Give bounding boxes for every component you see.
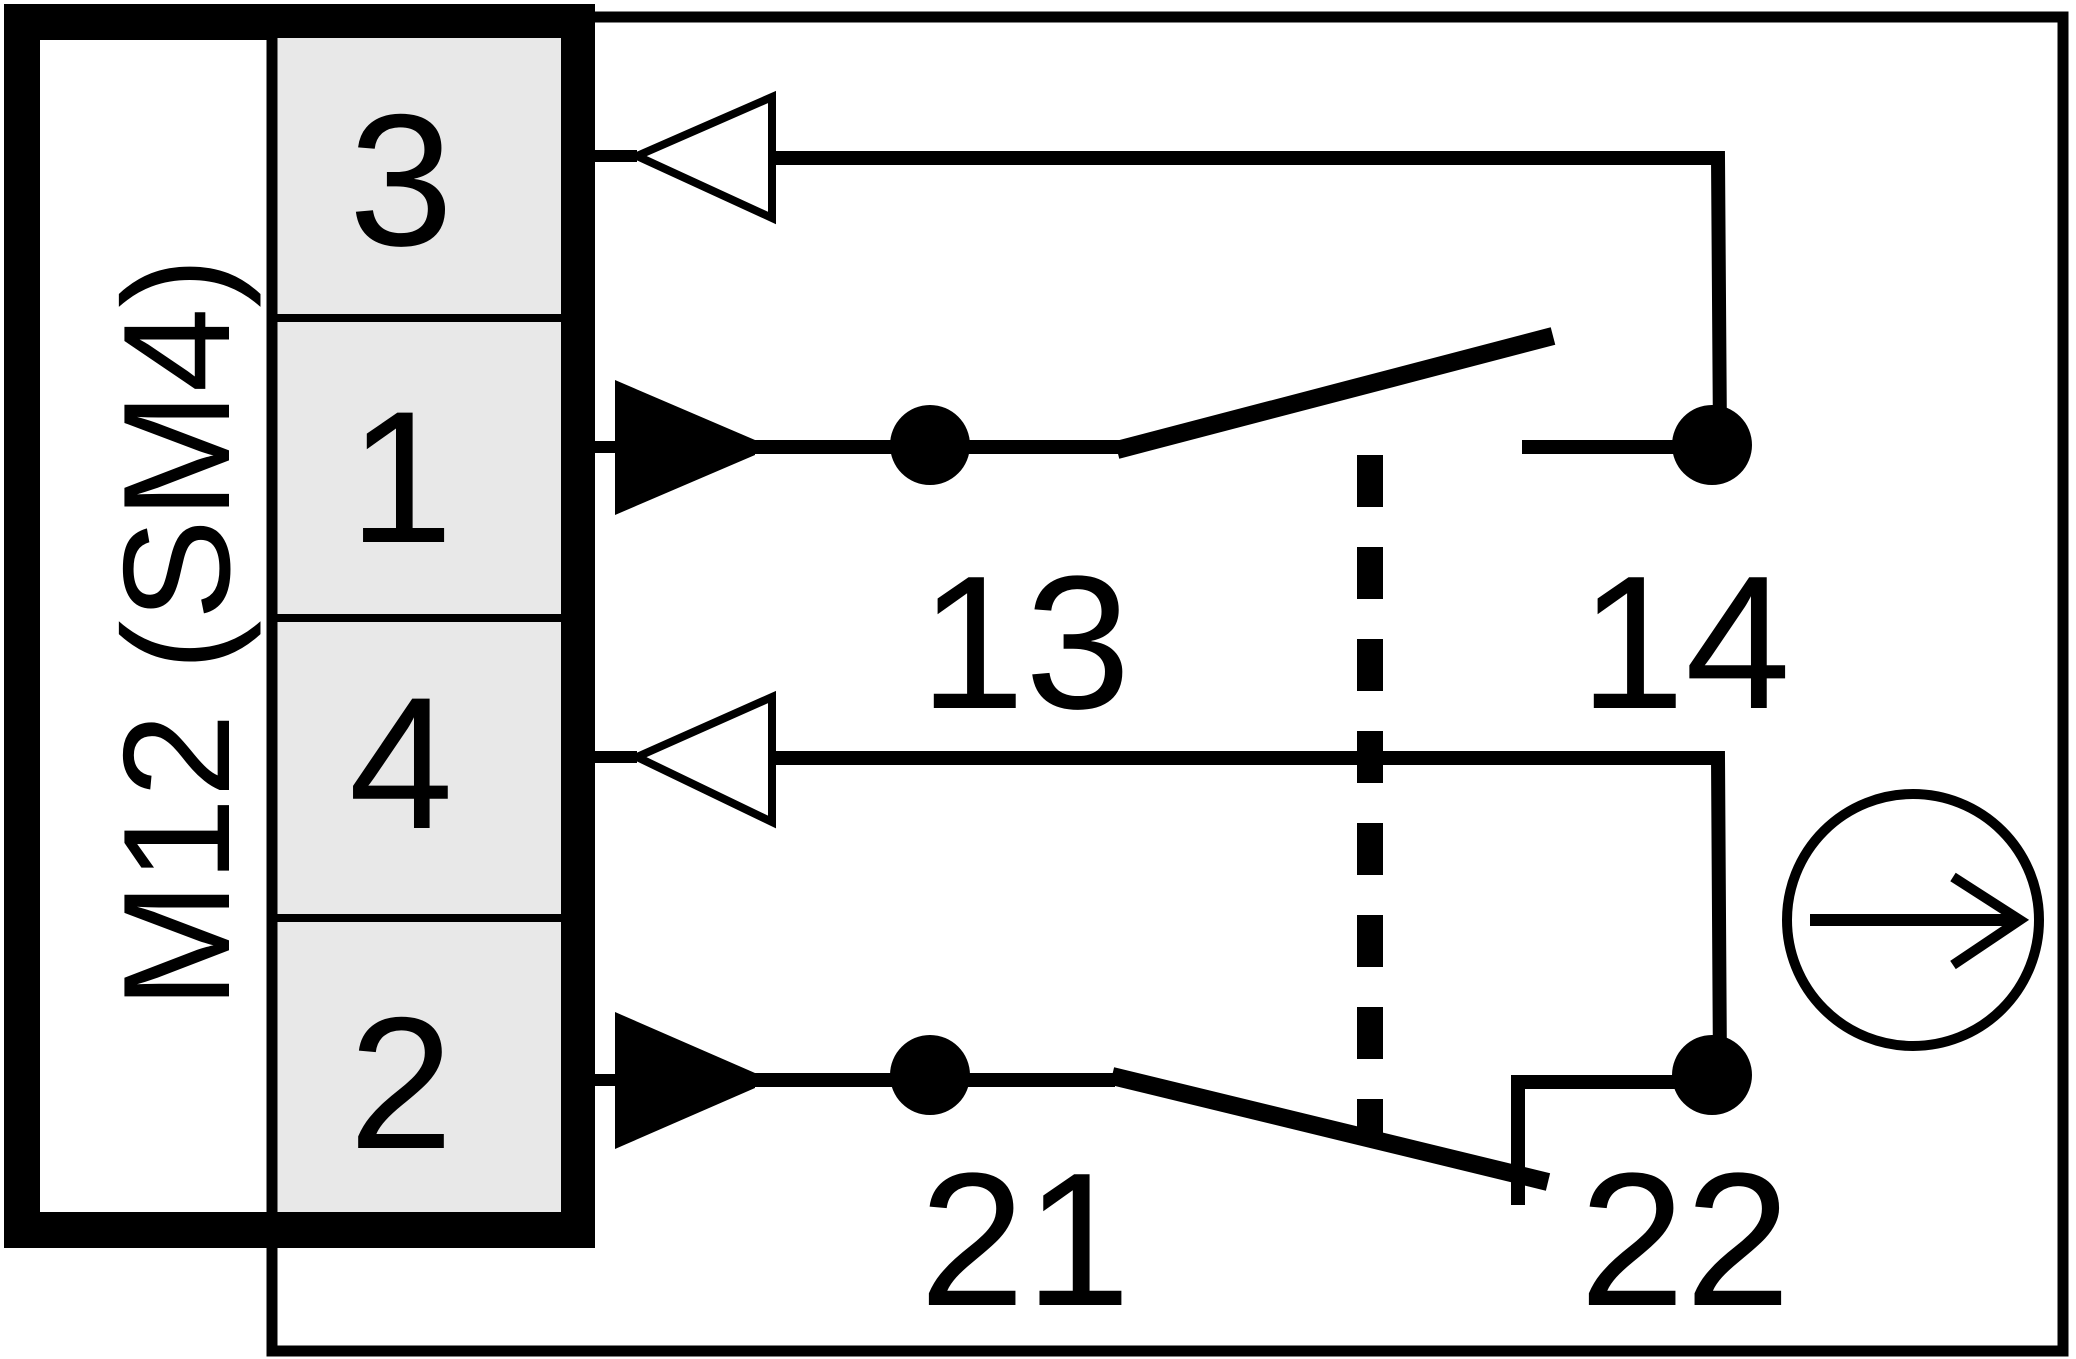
- positive-opening-arrow-icon: [1782, 789, 2044, 1051]
- terminal-label: 22: [1579, 1134, 1790, 1346]
- hollow-triangle-icon: [627, 90, 776, 225]
- fixed-contact: [1511, 1075, 1718, 1205]
- wire: [772, 751, 1727, 1073]
- terminal-label: 13: [919, 537, 1130, 749]
- circuit-no-13-14: 13 14: [577, 90, 1791, 749]
- pin-cell-2: [272, 922, 561, 1212]
- terminal-dot: [890, 1035, 970, 1115]
- terminal-dot: [890, 405, 970, 485]
- filled-triangle-icon: [615, 380, 755, 515]
- terminal-dot: [1672, 1035, 1752, 1115]
- pin-cell-1: [272, 322, 561, 614]
- pin-cell-3: [272, 38, 561, 314]
- terminal-label: 14: [1579, 537, 1790, 749]
- circuit-nc-21-22: 21 22: [577, 690, 1791, 1346]
- pin-label: 4: [349, 658, 454, 868]
- filled-triangle-icon: [615, 1012, 755, 1149]
- pin-label: 2: [349, 978, 454, 1188]
- hollow-triangle-icon: [627, 690, 776, 829]
- pin-label: 1: [349, 372, 454, 582]
- pin-cells: [266, 22, 561, 1230]
- connector-label: M12 (SM4): [92, 257, 262, 1009]
- pin-label: 3: [349, 75, 454, 285]
- pin-cell-4: [272, 622, 561, 914]
- switch-blade-closed: [1109, 1067, 1551, 1191]
- switch-blade-open: [1114, 327, 1556, 459]
- terminal-dot: [1672, 405, 1752, 485]
- terminal-label: 21: [919, 1134, 1130, 1346]
- wire: [772, 151, 1727, 441]
